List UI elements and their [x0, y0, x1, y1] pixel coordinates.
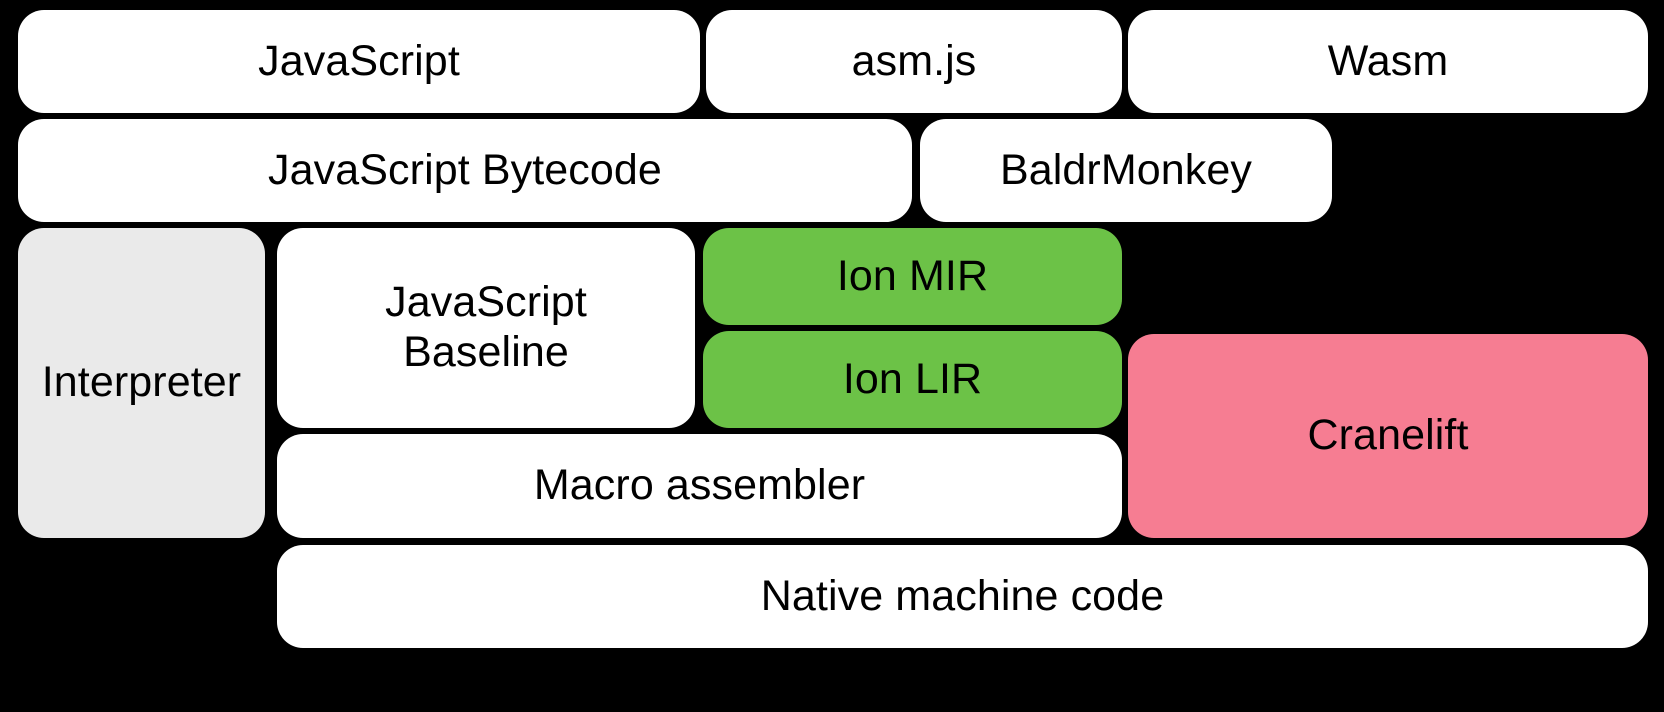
node-javascript-bytecode: JavaScript Bytecode	[18, 119, 912, 222]
node-asmjs: asm.js	[706, 10, 1122, 113]
node-ion-lir: Ion LIR	[703, 331, 1122, 428]
node-wasm: Wasm	[1128, 10, 1648, 113]
node-baldrmonkey: BaldrMonkey	[920, 119, 1332, 222]
node-ion-mir: Ion MIR	[703, 228, 1122, 325]
node-macro-assembler: Macro assembler	[277, 434, 1122, 538]
node-native-machine-code: Native machine code	[277, 545, 1648, 648]
node-javascript-baseline: JavaScript Baseline	[277, 228, 695, 428]
node-cranelift: Cranelift	[1128, 334, 1648, 538]
node-interpreter: Interpreter	[18, 228, 265, 538]
node-javascript: JavaScript	[18, 10, 700, 113]
